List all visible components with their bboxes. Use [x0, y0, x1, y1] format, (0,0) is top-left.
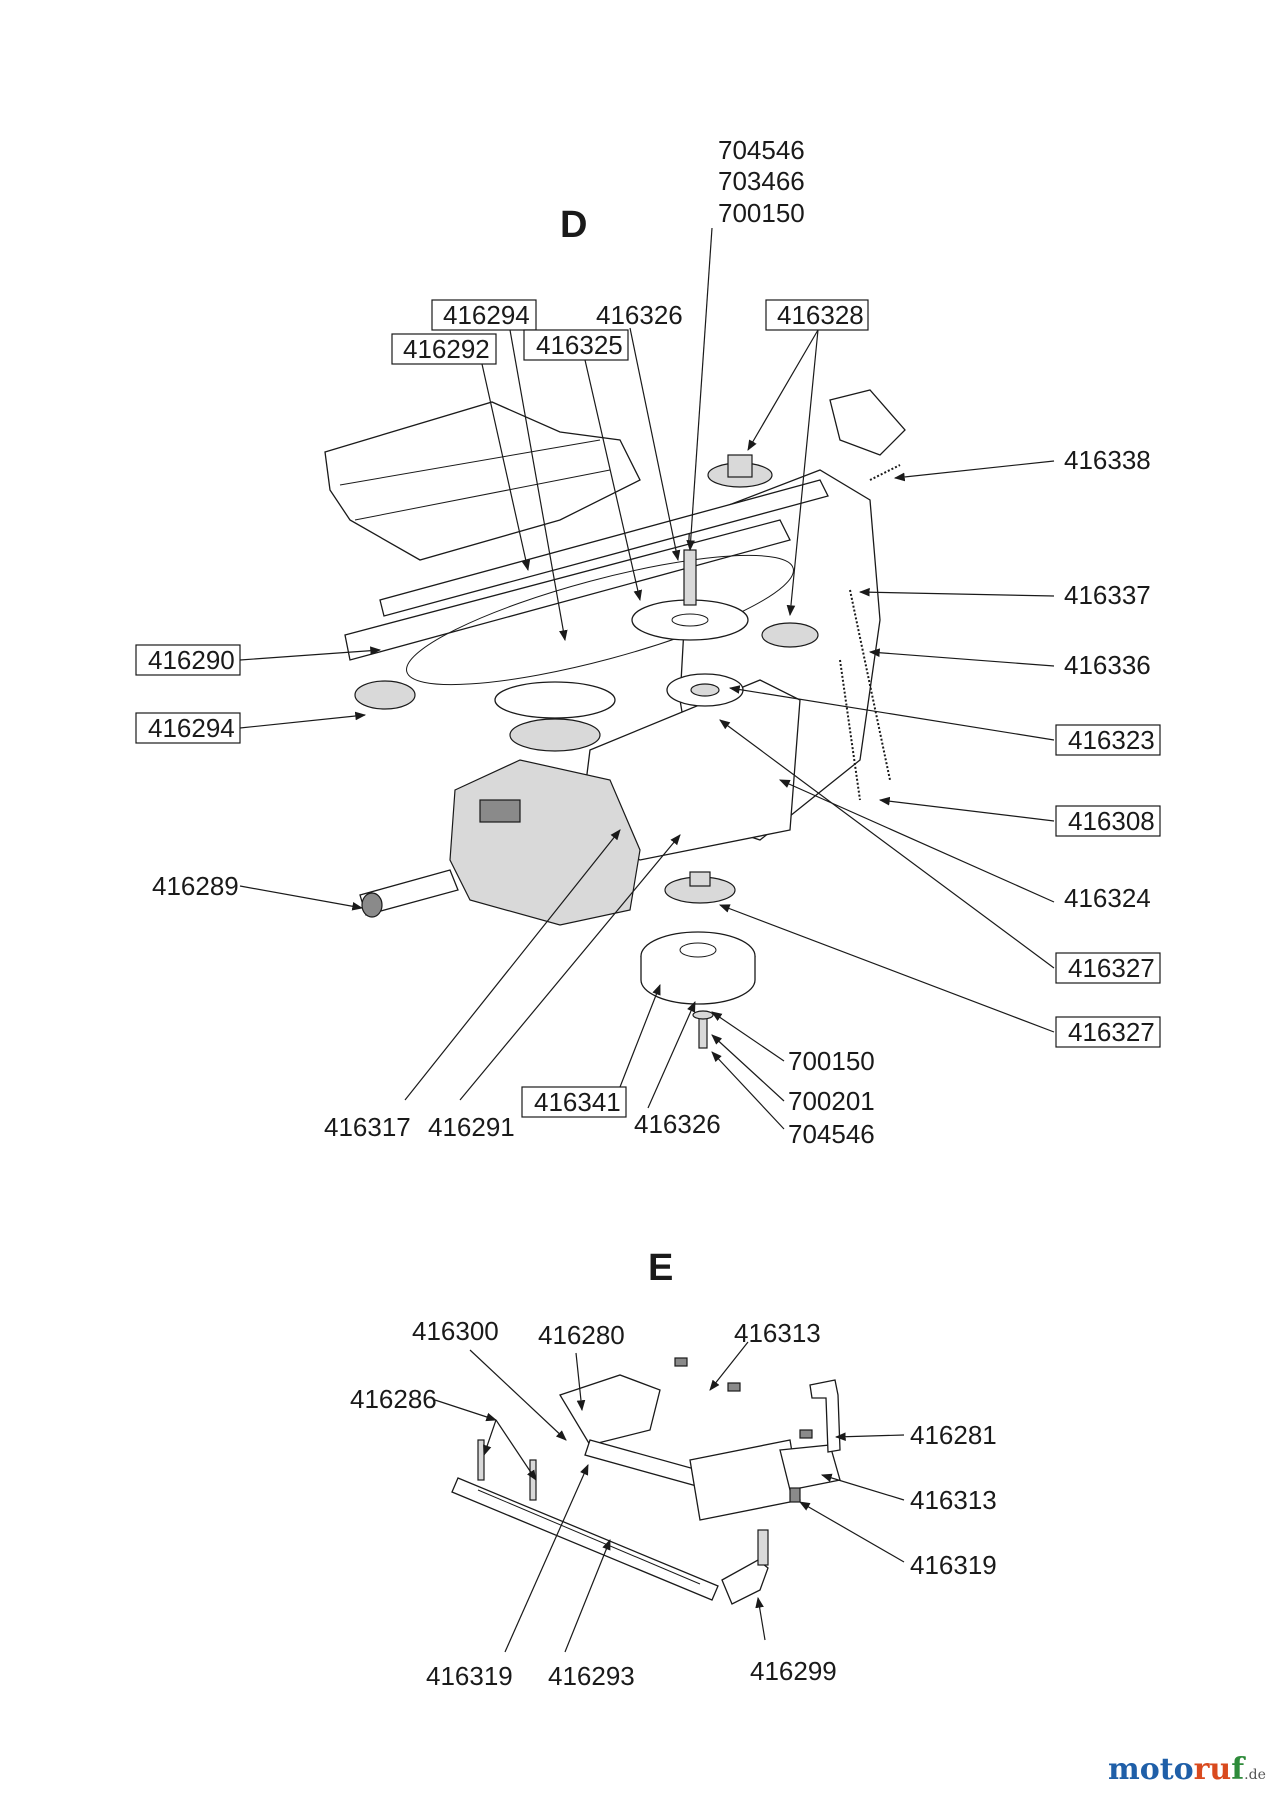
label-416291: 416291 [428, 1112, 515, 1142]
transaxle [359, 759, 641, 926]
section-e: E [350, 1247, 997, 1691]
label-416294-top: 416294 [443, 300, 530, 330]
label-416319-bottom: 416319 [426, 1661, 513, 1691]
labels-d: 704546 703466 700150 416294 416292 41632… [148, 135, 1155, 1149]
brand-tld: .de [1244, 1767, 1266, 1783]
label-704546-top: 704546 [718, 135, 805, 165]
linkage-drawing [451, 1357, 841, 1605]
label-700201: 700201 [788, 1086, 875, 1116]
brand-part3: f [1231, 1752, 1245, 1787]
leader-lines-d [239, 227, 1055, 1130]
label-416324: 416324 [1064, 883, 1151, 913]
lower-pulley [640, 931, 756, 1005]
label-416289: 416289 [152, 871, 239, 901]
label-700150-top: 700150 [718, 198, 805, 228]
label-416300: 416300 [412, 1316, 499, 1346]
label-boxes-d [135, 299, 1161, 1118]
brand-part1: moto [1108, 1752, 1194, 1787]
label-704546: 704546 [788, 1119, 875, 1149]
label-416313-top: 416313 [734, 1318, 821, 1348]
label-416292: 416292 [403, 334, 490, 364]
lower-flange-bearing [664, 871, 736, 904]
label-416326-bottom: 416326 [634, 1109, 721, 1139]
section-d: D [135, 135, 1161, 1149]
label-416323: 416323 [1068, 725, 1155, 755]
labels-e: 416300 416280 416313 416286 416281 41631… [350, 1316, 997, 1691]
label-416325: 416325 [536, 330, 623, 360]
label-416338: 416338 [1064, 445, 1151, 475]
label-700150: 700150 [788, 1046, 875, 1076]
label-416280: 416280 [538, 1320, 625, 1350]
label-416281: 416281 [910, 1420, 997, 1450]
upper-pulley [631, 549, 749, 641]
label-416308: 416308 [1068, 806, 1155, 836]
section-e-title: E [648, 1247, 673, 1289]
engine-pulley [494, 681, 616, 752]
idler-pulley [666, 673, 744, 707]
label-416286: 416286 [350, 1384, 437, 1414]
label-416341: 416341 [534, 1087, 621, 1117]
brand-part2: ru [1193, 1752, 1232, 1787]
label-703466-top: 703466 [718, 166, 805, 196]
label-416328: 416328 [777, 300, 864, 330]
flange-bearing-top [707, 454, 773, 488]
label-416317: 416317 [324, 1112, 411, 1142]
label-416336: 416336 [1064, 650, 1151, 680]
label-416299: 416299 [750, 1656, 837, 1686]
label-416327-upper: 416327 [1068, 953, 1155, 983]
brand-logo: motoruf.de [1108, 1752, 1266, 1787]
label-416327-lower: 416327 [1068, 1017, 1155, 1047]
label-416337: 416337 [1064, 580, 1151, 610]
label-416293: 416293 [548, 1661, 635, 1691]
label-416290: 416290 [148, 645, 235, 675]
label-416294-left: 416294 [148, 713, 235, 743]
label-416326-top: 416326 [596, 300, 683, 330]
label-416313-right: 416313 [910, 1485, 997, 1515]
section-d-title: D [560, 204, 587, 246]
label-416319-right: 416319 [910, 1550, 997, 1580]
leader-lines-e [434, 1341, 905, 1653]
